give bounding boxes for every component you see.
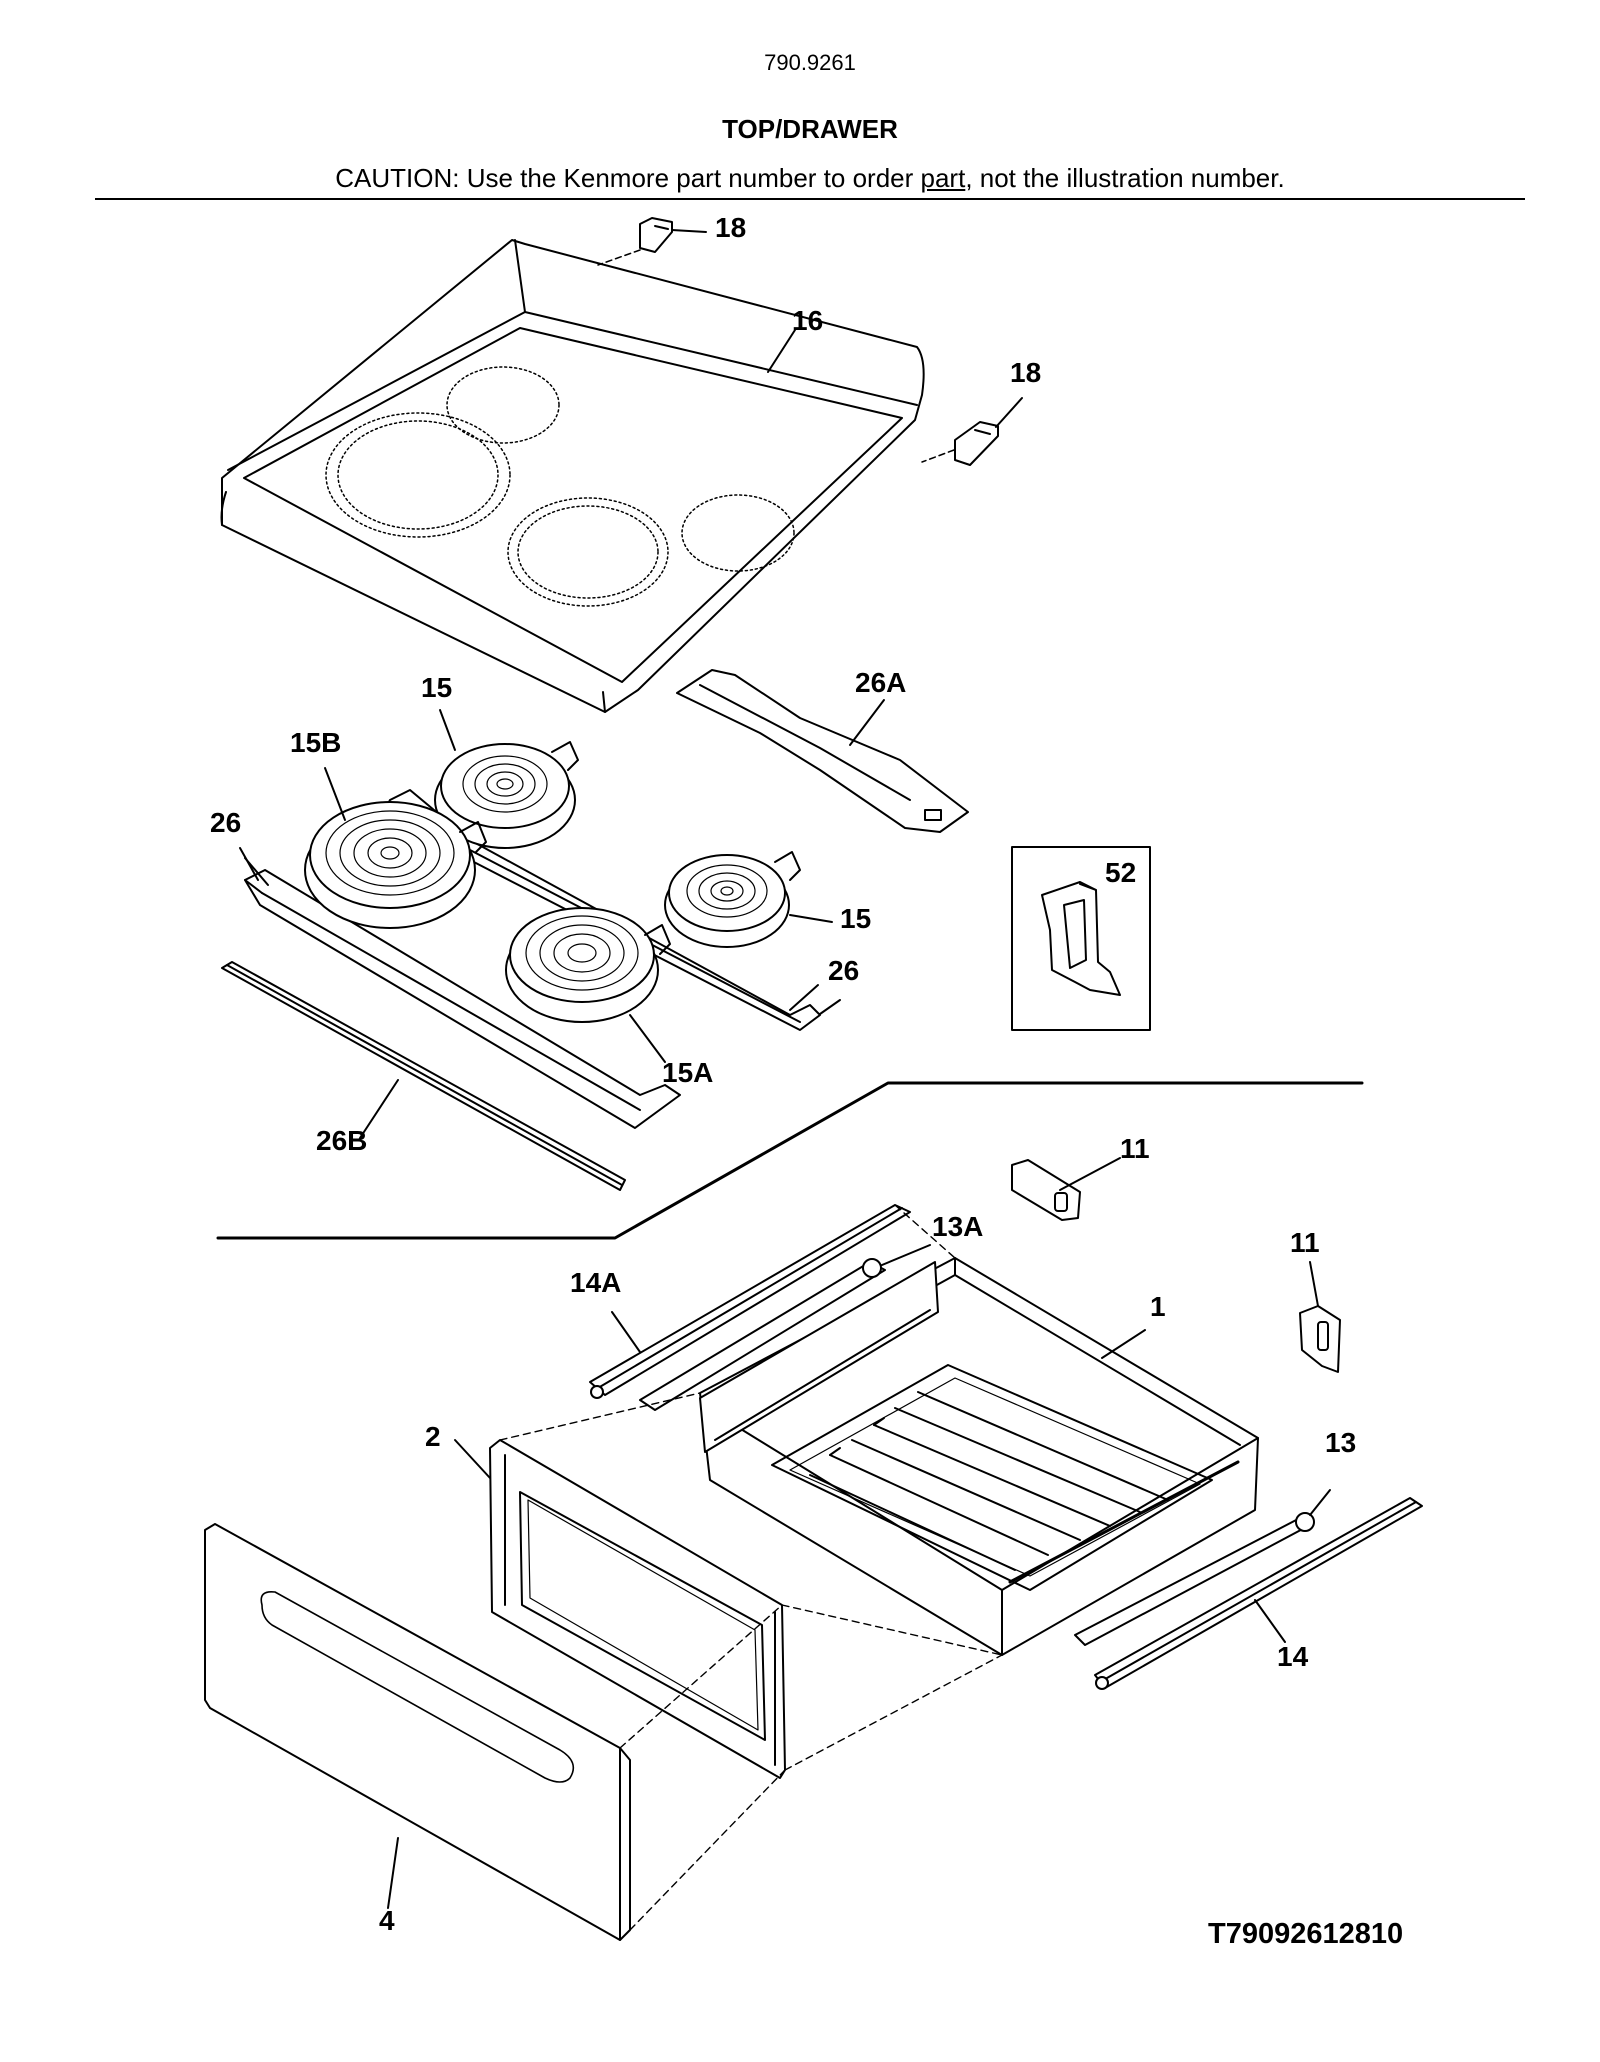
surface-element-15B — [304, 767, 487, 929]
drawer-rail-13 — [1074, 1489, 1331, 1646]
callout-15-right: 15 — [840, 903, 871, 934]
caution-note: CAUTION: Use the Kenmore part number to … — [0, 163, 1600, 194]
surface-element-15-rear-left — [434, 709, 579, 849]
bracket-18-top — [597, 217, 707, 266]
callout-13: 13 — [1325, 1427, 1356, 1458]
callout-52: 52 — [1105, 857, 1136, 888]
drawer-rail-13A — [639, 1244, 939, 1453]
callout-26B: 26B — [316, 1125, 367, 1156]
callout-15B: 15B — [290, 727, 341, 758]
callout-18-right: 18 — [1010, 357, 1041, 388]
drawer-hanger-11-left — [1011, 1157, 1121, 1221]
trim-strip-26B — [221, 961, 626, 1191]
page-title: TOP/DRAWER — [722, 114, 898, 144]
callout-15-rear: 15 — [421, 672, 452, 703]
section-divider — [216, 1081, 1364, 1240]
leader-26-back — [789, 984, 819, 1011]
inset-part-52 — [1011, 846, 1151, 1031]
callout-15A: 15A — [662, 1057, 713, 1088]
cooktop-16 — [220, 239, 925, 713]
drawer-hanger-11-right — [1299, 1261, 1341, 1373]
leader-26-front — [239, 847, 259, 881]
surface-element-15A — [505, 907, 671, 1063]
surface-element-15-right — [664, 851, 833, 948]
callout-26A: 26A — [855, 667, 906, 698]
callout-18-top: 18 — [715, 212, 746, 243]
caution-suffix: , not the illustration number. — [965, 163, 1285, 193]
callout-4: 4 — [379, 1905, 395, 1936]
element-support-front-26 — [244, 857, 681, 1129]
model-number: 790.9261 — [764, 50, 856, 75]
callout-1: 1 — [1150, 1291, 1166, 1322]
drawer-rail-14 — [1094, 1497, 1423, 1690]
bracket-26A — [676, 669, 969, 833]
drawer-front-4 — [204, 1523, 631, 1941]
callout-13A: 13A — [932, 1211, 983, 1242]
callout-11-left: 11 — [1120, 1133, 1150, 1164]
assembly-lines — [499, 1204, 1003, 1931]
callout-26-back: 26 — [828, 955, 859, 986]
caution-part-word: part — [920, 163, 966, 193]
drawer-rail-14A — [589, 1204, 911, 1399]
callout-14: 14 — [1277, 1641, 1309, 1672]
bracket-18-right — [921, 397, 1023, 466]
callout-26-front: 26 — [210, 807, 241, 838]
caution-prefix: CAUTION: Use the Kenmore part number to … — [335, 163, 921, 193]
callout-16: 16 — [792, 305, 823, 336]
drawing-code: T79092612810 — [1208, 1918, 1404, 1950]
header-divider — [95, 198, 1525, 200]
callout-11-right: 11 — [1290, 1227, 1320, 1258]
callout-2: 2 — [425, 1421, 441, 1452]
callout-14A: 14A — [570, 1267, 621, 1298]
